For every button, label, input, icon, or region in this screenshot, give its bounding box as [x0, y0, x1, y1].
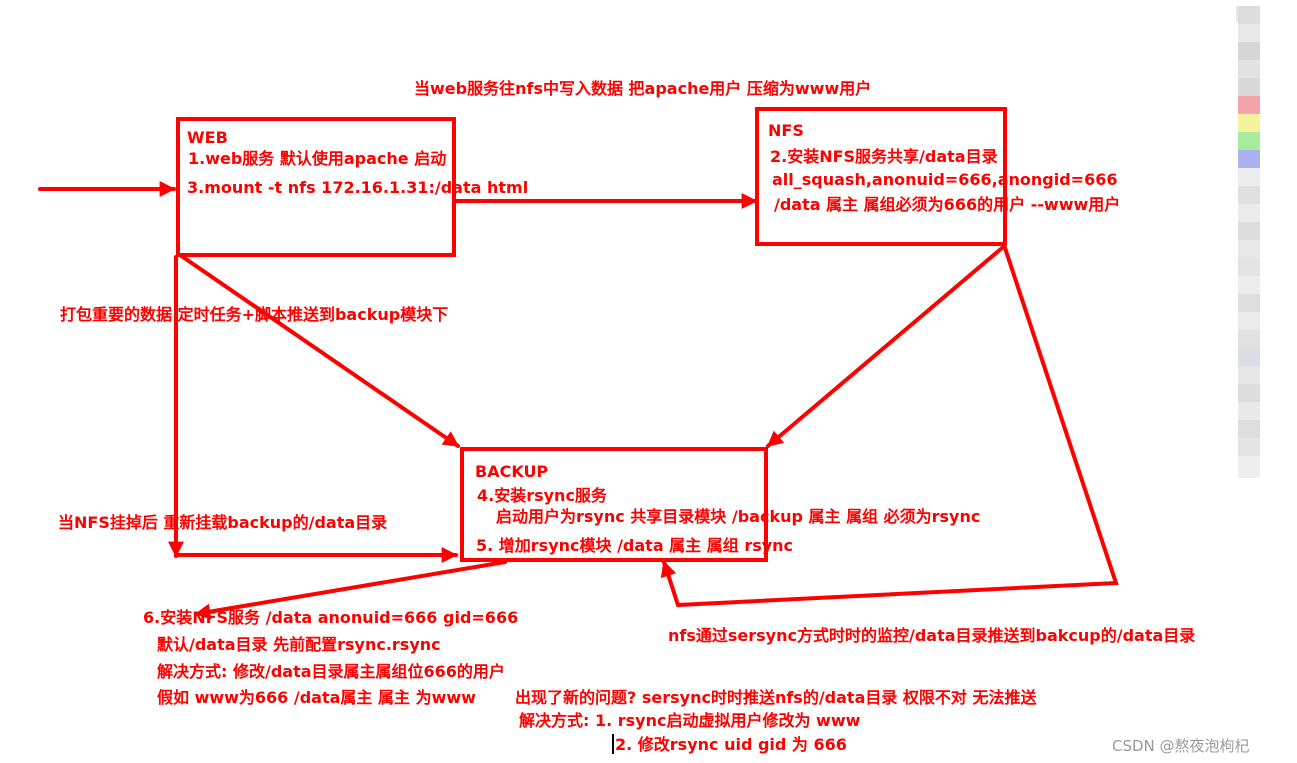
web-box	[176, 117, 456, 257]
arrow-backup-to-nfs-service	[194, 560, 507, 620]
nfs-line-1: 2.安装NFS服务共享/data目录	[770, 147, 998, 166]
backup-line-3: 5. 增加rsync模块 /data 属主 属组 rsync	[476, 536, 794, 555]
nfs-service-line-2: 默认/data目录 先前配置rsync.rsync	[157, 635, 441, 654]
toolbar-strip	[1238, 6, 1260, 478]
nfs-title: NFS	[768, 121, 804, 140]
left-note-remount: 当NFS挂掉后 重新挂载backup的/data目录	[58, 513, 388, 532]
problem-line-1: 出现了新的问题? sersync时时推送nfs的/data目录 权限不对 无法推…	[515, 688, 1037, 707]
nfs-box	[755, 107, 1007, 246]
web-title: WEB	[187, 128, 228, 147]
backup-line-2: 启动用户为rsync 共享目录模块 /backup 属主 属组 必须为rsync	[496, 507, 981, 526]
nfs-line-3: /data 属主 属组必须为666的用户 --www用户	[774, 195, 1121, 214]
backup-box	[460, 447, 768, 562]
nfs-service-line-3: 解决方式: 修改/data目录属主属组位666的用户	[157, 662, 505, 681]
problem-line-3: 2. 修改rsync uid gid 为 666	[615, 735, 847, 754]
nfs-service-line-4: 假如 www为666 /data属主 属主 为www	[157, 688, 476, 707]
color-swatch-green[interactable]	[1238, 132, 1260, 150]
problem-line-2: 解决方式: 1. rsync启动虚拟用户修改为 www	[519, 711, 861, 730]
sersync-note: nfs通过sersync方式时时的监控/data目录推送到bakcup的/dat…	[668, 626, 1196, 645]
color-swatch-red[interactable]	[1238, 96, 1260, 114]
arrow-web-to-backup	[178, 253, 460, 448]
web-line-1: 1.web服务 默认使用apache 启动	[188, 149, 447, 168]
arrow-nfs-to-backup	[766, 246, 1004, 448]
nfs-service-line-1: 6.安装NFS服务 /data anonuid=666 gid=666	[143, 608, 519, 627]
backup-line-1: 4.安装rsync服务	[477, 486, 607, 505]
arrow-web-down-to-backup	[174, 255, 458, 563]
arrow-nfs-sersync-route	[660, 243, 1119, 608]
color-swatch-yellow[interactable]	[1238, 114, 1260, 132]
color-swatch-blue[interactable]	[1238, 150, 1260, 168]
web-line-2: 3.mount -t nfs 172.16.1.31:/data html	[187, 178, 529, 197]
text-cursor	[612, 734, 614, 754]
csdn-watermark: CSDN @熬夜泡枸杞	[1112, 737, 1250, 755]
left-note-backup-push: 打包重要的数据 定时任务+脚本推送到backup模块下	[60, 305, 449, 324]
backup-title: BACKUP	[475, 462, 549, 481]
top-note: 当web服务往nfs中写入数据 把apache用户 压缩为www用户	[414, 79, 872, 98]
nfs-line-2: all_squash,anonuid=666,anongid=666	[772, 170, 1118, 189]
